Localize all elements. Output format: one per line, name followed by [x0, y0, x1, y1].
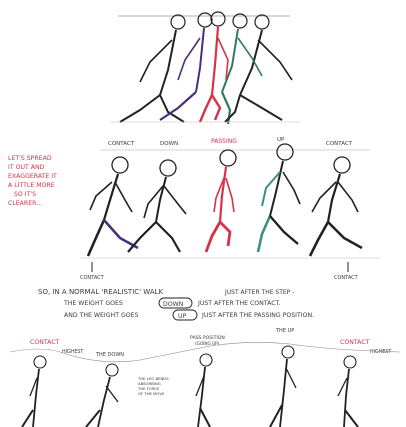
- row2-fig1-head: [112, 157, 128, 173]
- text-line-3-post: JUST AFTER THE PASSING POSITION.: [201, 312, 314, 319]
- row3-figure-5: [338, 356, 358, 427]
- row2-figure-contact-right: [310, 157, 362, 256]
- text-line-2-pre: THE WEIGHT GOES: [63, 300, 123, 307]
- text-line-2-post: JUST AFTER THE CONTACT.: [197, 300, 281, 307]
- row2-figure-contact-left: [88, 157, 138, 256]
- leg-3a: [200, 95, 212, 122]
- row2-fig5-head: [334, 157, 350, 173]
- row3-label-contact-left: CONTACT: [30, 339, 60, 346]
- text-line-3-box: UP: [178, 313, 187, 320]
- torso-1: [160, 30, 176, 95]
- side-note-line-2: IT OUT AND: [8, 164, 45, 171]
- row3-label-the-up: THE UP: [275, 328, 294, 334]
- row3-figure-3: [196, 354, 212, 427]
- row3-label-highest: HIGHEST: [62, 349, 83, 355]
- side-note: LET'S SPREAD IT OUT AND EXAGGERATE IT A …: [8, 155, 57, 207]
- row2-figure-up: [258, 144, 300, 252]
- row2-label-passing: PASSING: [211, 138, 237, 145]
- row2-label-up: UP: [277, 137, 285, 143]
- arm-5: [258, 40, 292, 80]
- leg-3b: [212, 95, 220, 120]
- torso-2: [196, 28, 204, 92]
- leg-1a: [120, 95, 160, 122]
- row3-note-line-4: OF THE MOVE: [138, 391, 165, 396]
- row3-label-highest-right: HIGHEST: [370, 349, 391, 355]
- leg-5b: [225, 95, 240, 122]
- side-note-line-1: LET'S SPREAD: [8, 155, 52, 162]
- side-note-line-6: CLEARER...: [8, 200, 42, 207]
- row-2-spread-poses: CONTACT DOWN PASSING UP CONTACT: [80, 137, 380, 281]
- text-line-3-pre: AND THE WEIGHT GOES: [64, 312, 139, 319]
- row3-figure-2: [86, 364, 118, 427]
- torso-3: [212, 27, 218, 95]
- row-3-sequence: CONTACT HIGHEST THE DOWN PASS POSITION (…: [10, 328, 400, 427]
- row3-figure-1: [22, 356, 46, 427]
- row2-figure-passing: [206, 150, 236, 252]
- head-1: [171, 15, 185, 29]
- row2-fig3-head: [220, 150, 236, 166]
- side-note-line-5: SO IT'S: [14, 191, 36, 198]
- top-overlapping-poses: [110, 12, 300, 124]
- row2-marker-right: CONTACT: [334, 275, 359, 281]
- text-line-1: SO, IN A NORMAL 'REALISTIC' WALK: [38, 288, 164, 296]
- row2-label-contact-left: CONTACT: [108, 141, 135, 147]
- row2-fig2-head: [160, 160, 176, 176]
- text-line-2-box: DOWN: [163, 301, 184, 308]
- row2-label-down: DOWN: [160, 141, 178, 147]
- row2-label-contact-right: CONTACT: [326, 141, 353, 147]
- leg-5a: [240, 95, 282, 120]
- head-3: [211, 12, 225, 26]
- explanation-text: SO, IN A NORMAL 'REALISTIC' WALK JUST AF…: [38, 288, 314, 320]
- torso-4: [222, 29, 238, 92]
- head-5: [255, 15, 269, 29]
- head-2: [198, 13, 212, 27]
- row2-figure-down: [128, 160, 186, 252]
- text-line-1b: JUST AFTER THE STEP -: [224, 289, 294, 296]
- row2-fig4-head: [277, 144, 293, 160]
- row3-figure-4: [270, 346, 296, 427]
- row2-marker-left: CONTACT: [80, 275, 105, 281]
- arm-3: [218, 38, 228, 80]
- side-note-line-3: EXAGGERATE IT: [8, 173, 57, 180]
- arm-2: [178, 38, 200, 80]
- side-note-line-4: A LITTLE MORE: [8, 182, 55, 189]
- row3-label-contact-right: CONTACT: [340, 339, 370, 346]
- row3-label-the-down: THE DOWN: [95, 352, 124, 358]
